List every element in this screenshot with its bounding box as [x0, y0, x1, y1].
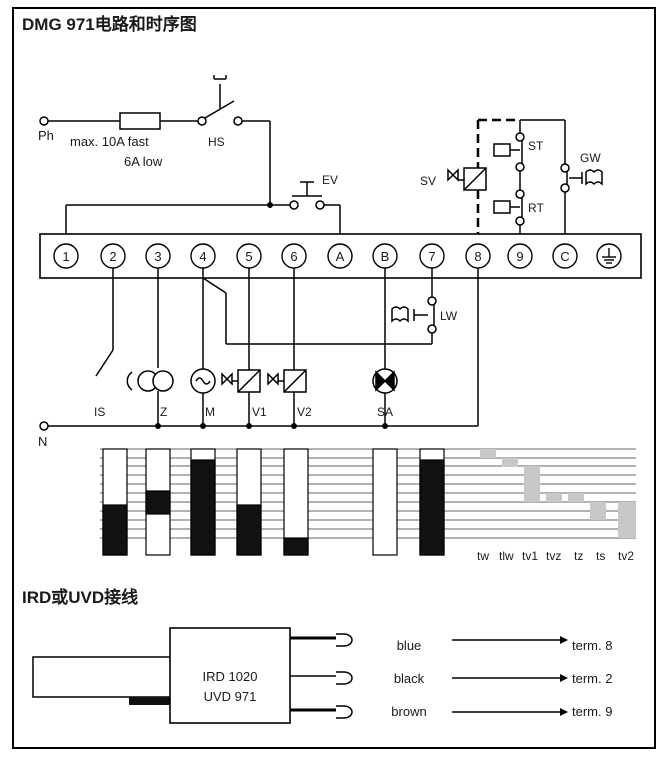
- fuse-rating-2: 6A low: [124, 154, 163, 169]
- st-label: ST: [528, 139, 544, 153]
- terminal-2: 2: [100, 243, 126, 269]
- section2-title: IRD或UVD接线: [22, 587, 138, 607]
- terminal-3: 3: [145, 243, 171, 269]
- ground-icon: [596, 243, 622, 269]
- svg-text:9: 9: [516, 249, 523, 264]
- rt-label: RT: [528, 201, 544, 215]
- timing-steps: [480, 449, 636, 538]
- timing-bar-v1: [236, 448, 262, 556]
- diagram-title: DMG 971电路和时序图: [22, 14, 197, 34]
- timing-bar-sa: [372, 448, 398, 556]
- sa-label: SA: [377, 405, 393, 419]
- lower-wiring: [39, 268, 479, 431]
- fuse-rating-1: max. 10A fast: [70, 134, 149, 149]
- sensor-wiring: [32, 627, 562, 724]
- svg-text:6: 6: [290, 249, 297, 264]
- wire-terminal-label: term. 2: [572, 671, 612, 686]
- terminal-5: 5: [236, 243, 262, 269]
- timing-bars: [102, 448, 445, 556]
- svg-text:3: 3: [154, 249, 161, 264]
- z-label: Z: [160, 405, 167, 419]
- terminal-4: 4: [190, 243, 216, 269]
- frame: [12, 7, 656, 749]
- svg-text:5: 5: [245, 249, 252, 264]
- terminal-9: 9: [507, 243, 533, 269]
- svg-text:1: 1: [62, 249, 69, 264]
- sensor-model-2: UVD 971: [204, 689, 257, 704]
- svg-text:C: C: [560, 249, 569, 264]
- timing-label: tlw: [499, 549, 514, 563]
- timing-labels: tw tlw tv1 tvz tz ts tv2: [477, 549, 634, 563]
- terminal-6: 6: [281, 243, 307, 269]
- hs-label: HS: [208, 135, 225, 149]
- lw-label: LW: [440, 309, 458, 323]
- timing-bar-is: [102, 448, 128, 556]
- v1-label: V1: [252, 405, 267, 419]
- arrow-icon: [560, 708, 568, 716]
- neutral-label: N: [38, 434, 47, 449]
- control-loop: [447, 118, 603, 248]
- phase-label: Ph: [38, 128, 54, 143]
- wire-terminal-label: term. 8: [572, 638, 612, 653]
- wire-color-label: brown: [391, 704, 426, 719]
- v2-label: V2: [297, 405, 312, 419]
- m-label: M: [205, 405, 215, 419]
- timing-label: tvz: [546, 549, 561, 563]
- terminal-A: A: [327, 243, 353, 269]
- arrow-heads: [560, 636, 568, 716]
- svg-text:2: 2: [109, 249, 116, 264]
- sensor-model-1: IRD 1020: [203, 669, 258, 684]
- terminal-C: C: [552, 243, 578, 269]
- svg-text:8: 8: [474, 249, 481, 264]
- timing-bar-8: [419, 448, 445, 556]
- arrow-icon: [560, 636, 568, 644]
- timing-bar-v2: [283, 448, 309, 556]
- gw-label: GW: [580, 151, 601, 165]
- terminal-8: 8: [465, 243, 491, 269]
- timing-label: tw: [477, 549, 489, 563]
- svg-text:B: B: [381, 249, 390, 264]
- wire-color-label: blue: [397, 638, 422, 653]
- svg-text:4: 4: [199, 249, 206, 264]
- supply-line: [39, 75, 271, 205]
- sv-label: SV: [420, 174, 436, 188]
- arrow-icon: [560, 674, 568, 682]
- wire-terminal-label: term. 9: [572, 704, 612, 719]
- is-label: IS: [94, 405, 105, 419]
- terminal-B: B: [372, 243, 398, 269]
- timing-label: ts: [596, 549, 605, 563]
- terminals: 1 2 3 4 5 6 A B 7 8 9 C: [53, 243, 622, 269]
- timing-gridlines: [100, 448, 636, 539]
- wire-color-label: black: [394, 671, 425, 686]
- timing-bar-m: [190, 448, 216, 556]
- terminal-1: 1: [53, 243, 79, 269]
- ev-label: EV: [322, 173, 338, 187]
- timing-label: tv1: [522, 549, 538, 563]
- timing-bar-z: [145, 448, 171, 556]
- timing-label: tv2: [618, 549, 634, 563]
- svg-text:A: A: [336, 249, 345, 264]
- timing-label: tz: [574, 549, 583, 563]
- terminal-7: 7: [419, 243, 445, 269]
- svg-text:7: 7: [428, 249, 435, 264]
